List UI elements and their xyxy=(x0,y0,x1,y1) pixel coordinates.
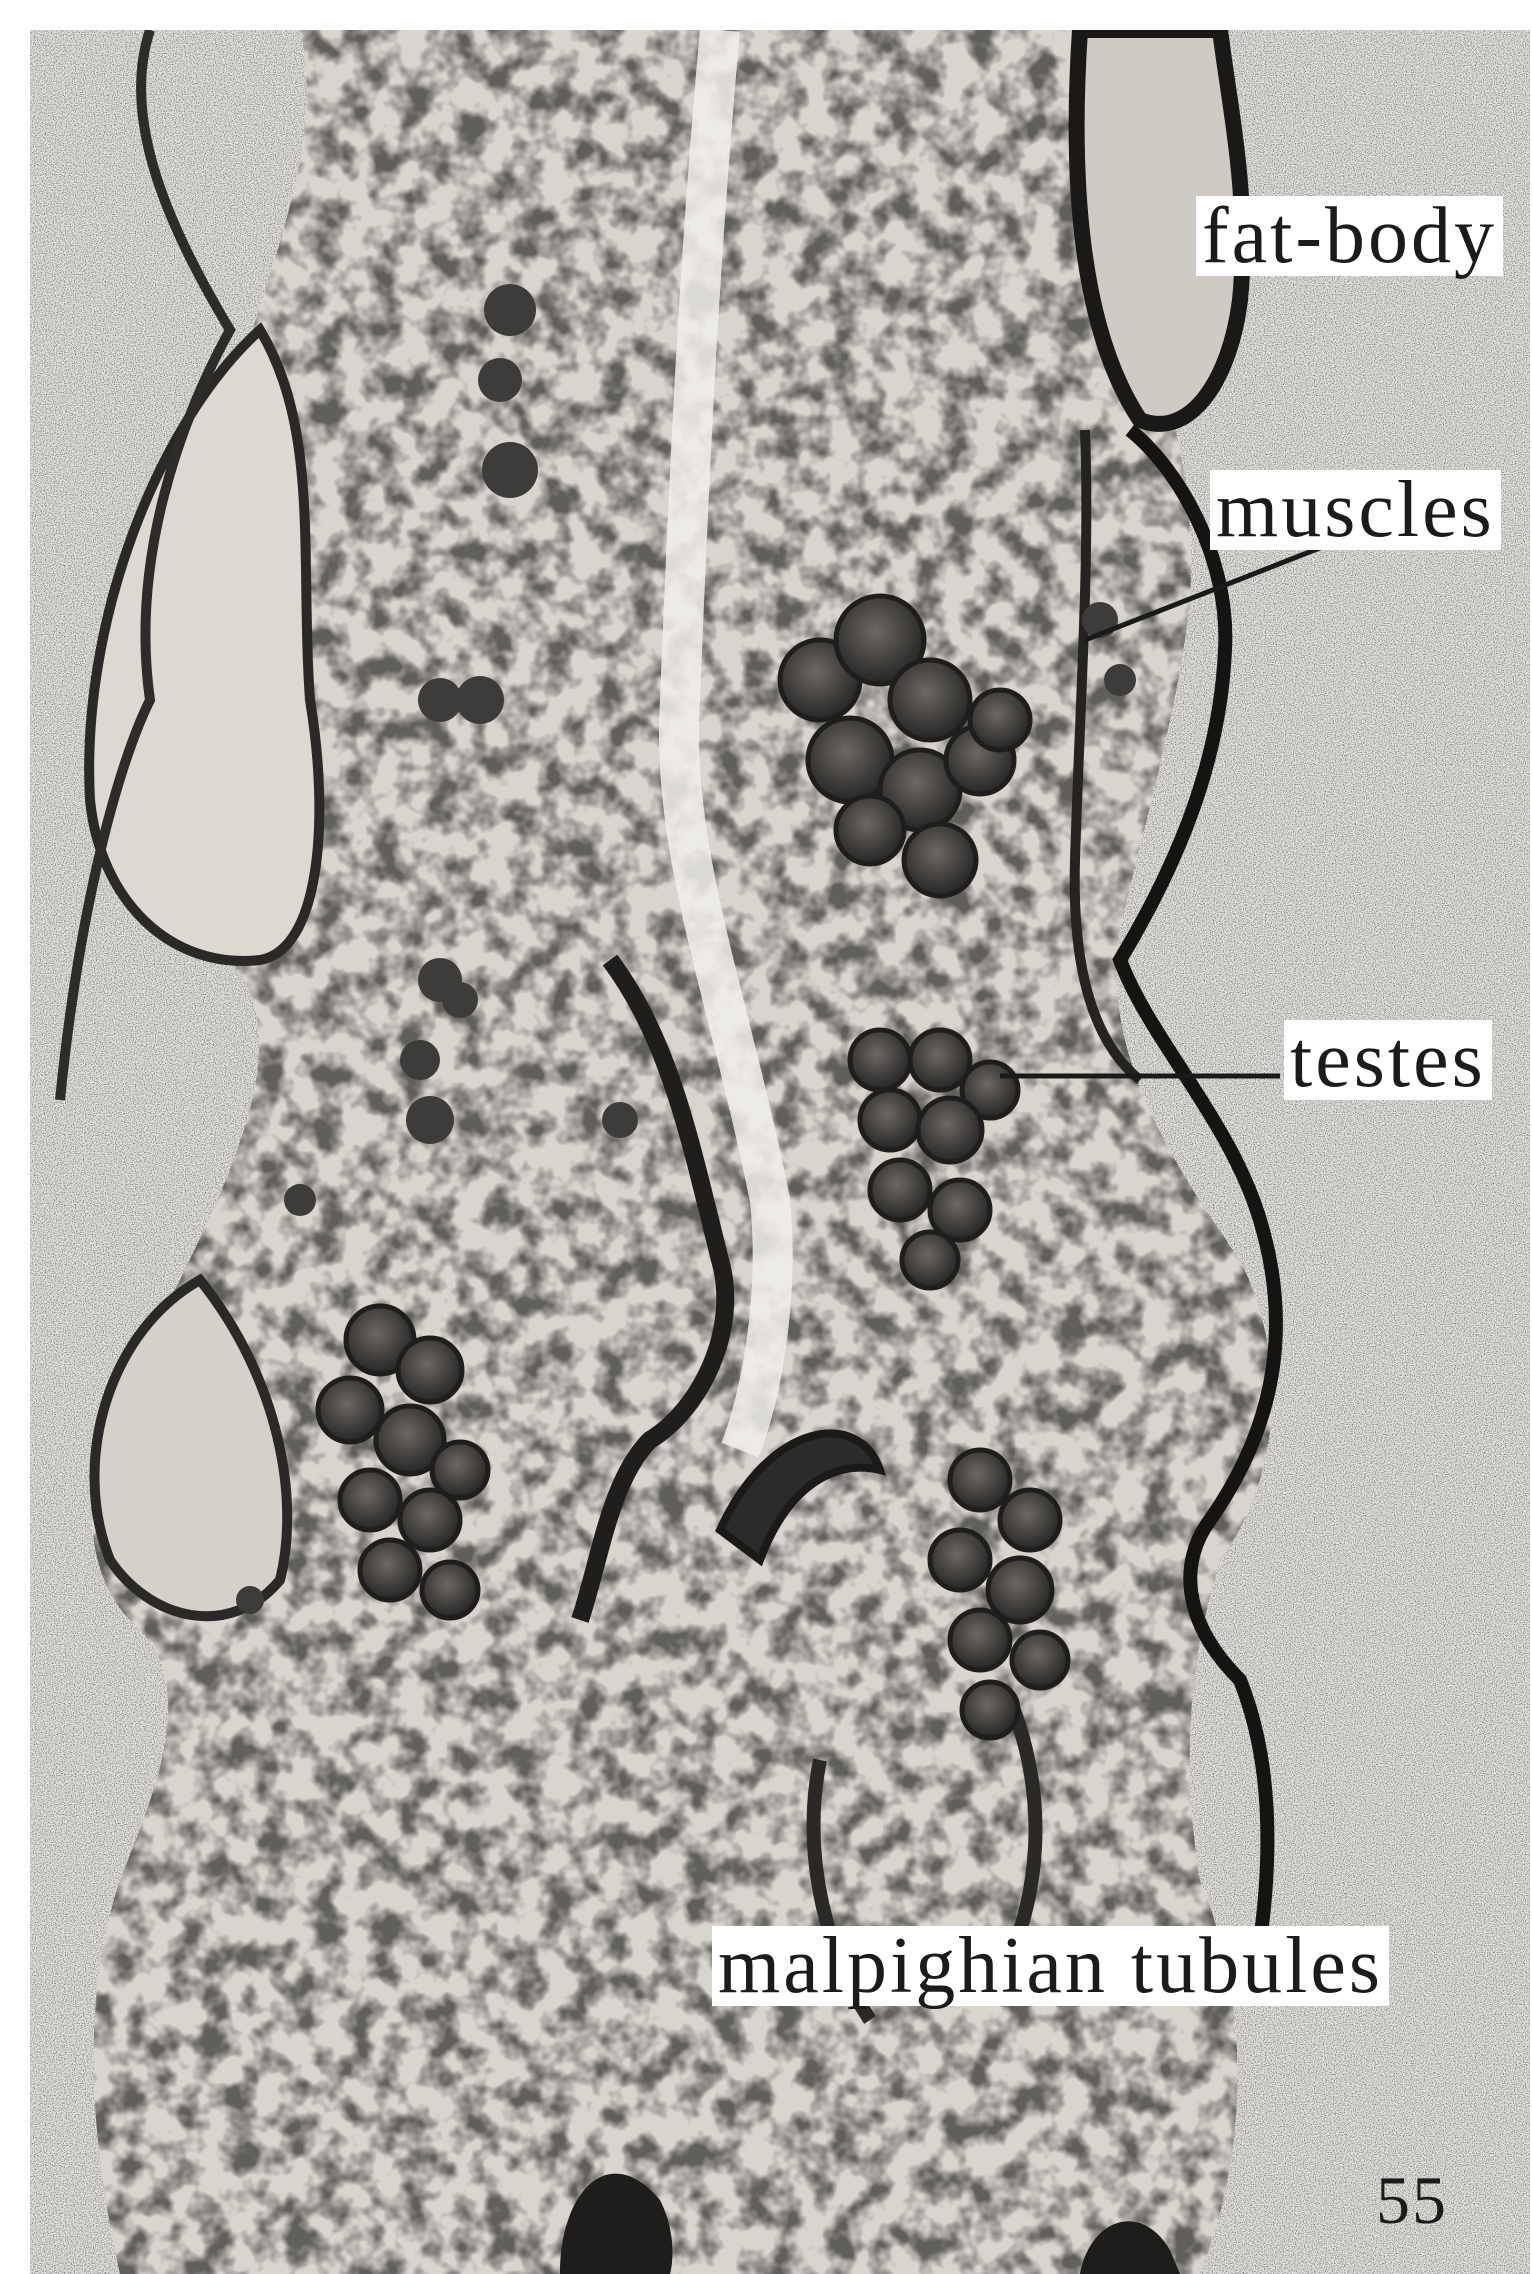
label-testes: testes xyxy=(1284,1020,1492,1100)
label-muscles: muscles xyxy=(1210,470,1501,550)
label-fat-body: fat-body xyxy=(1196,196,1503,276)
plate-number: 55 xyxy=(1370,2166,1454,2234)
plate-margin xyxy=(0,0,30,2274)
label-malpighian-tubules: malpighian tubules xyxy=(712,1926,1389,2006)
